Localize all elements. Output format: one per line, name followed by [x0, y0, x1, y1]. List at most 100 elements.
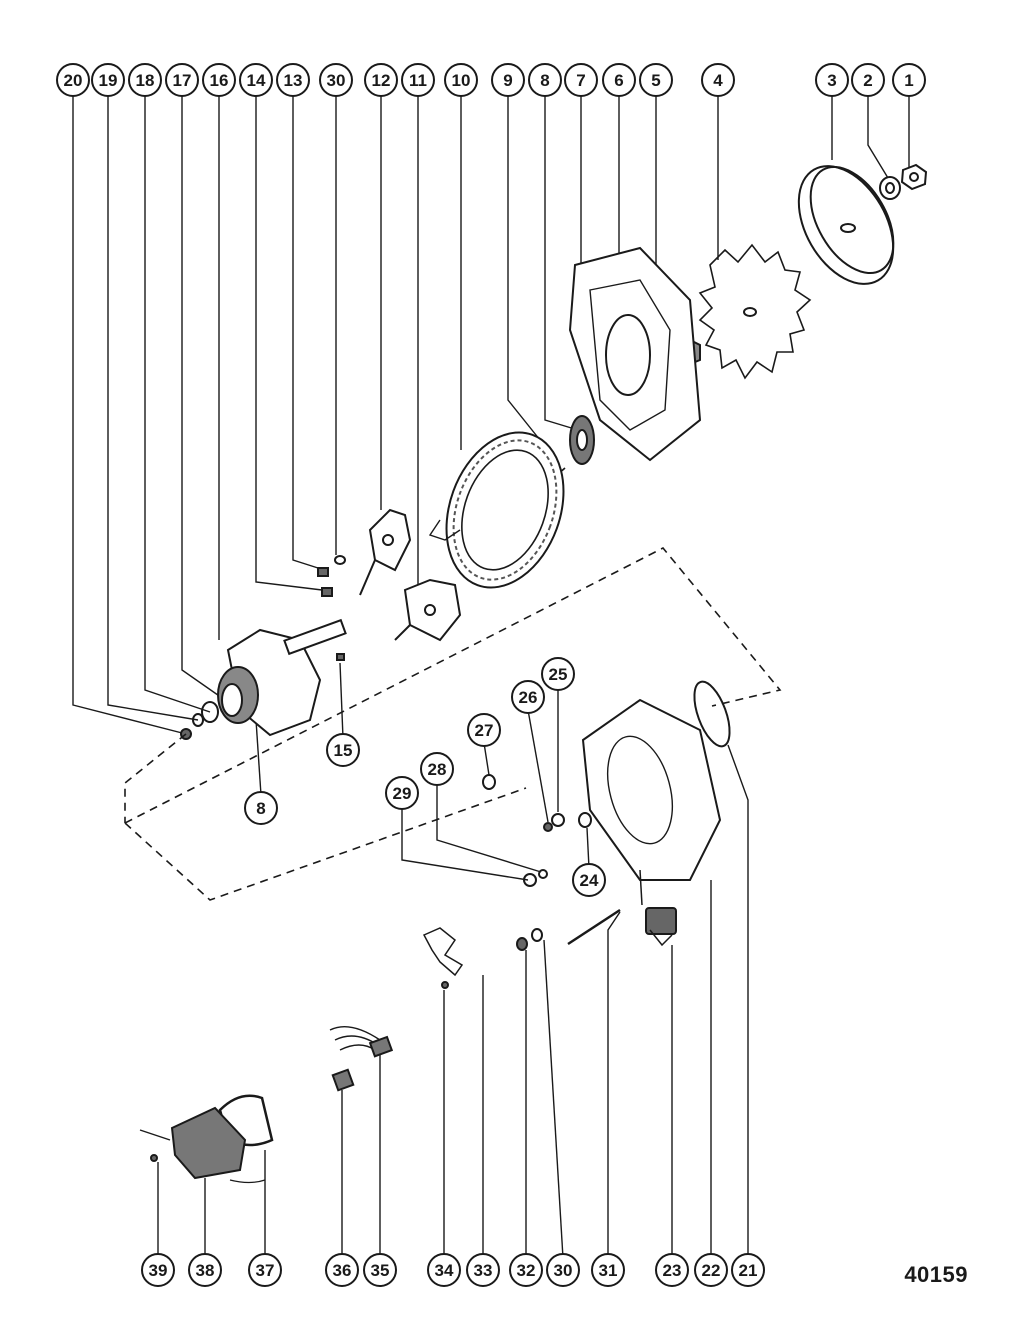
washer-small-part [334, 555, 346, 565]
callout-number: 6 [614, 71, 623, 90]
callout-circle [655, 1253, 689, 1287]
callout-number: 20 [64, 71, 83, 90]
callout-number: 14 [247, 71, 266, 90]
leader-line [339, 662, 344, 739]
callout-number: 31 [599, 1261, 618, 1280]
callout-number: 16 [210, 71, 229, 90]
callout-circle [56, 63, 90, 97]
callout-circle [572, 863, 606, 897]
callout-39: 39 [141, 1253, 175, 1287]
callout-16: 16 [202, 63, 236, 97]
callout-number: 13 [284, 71, 303, 90]
callout-28: 28 [420, 752, 454, 786]
callout-number: 17 [173, 71, 192, 90]
callout-circle [546, 1253, 580, 1287]
callout-circle [815, 63, 849, 97]
callout-number: 11 [409, 71, 427, 90]
callout-23: 23 [655, 1253, 689, 1287]
leader-line [483, 742, 490, 776]
callout-circle [591, 1253, 625, 1287]
washer-part [879, 176, 901, 200]
bearing-part [569, 415, 595, 465]
callout-number: 3 [827, 71, 836, 90]
callout-number: 38 [196, 1261, 215, 1280]
component-drawings [139, 163, 928, 1184]
callout-26: 26 [511, 680, 545, 714]
leader-line [144, 92, 211, 713]
callout-19: 19 [91, 63, 125, 97]
leader-line [181, 92, 226, 701]
callout-circle [188, 1253, 222, 1287]
leader-line [401, 805, 529, 881]
callout-number: 15 [334, 741, 353, 760]
callout-circle [325, 1253, 359, 1287]
callout-circle [420, 752, 454, 786]
callout-34: 34 [427, 1253, 461, 1287]
callout-35: 35 [363, 1253, 397, 1287]
callout-number: 8 [256, 799, 265, 818]
leader-line [867, 92, 889, 179]
leader-line [72, 92, 187, 735]
callout-circle [244, 791, 278, 825]
callout-4: 4 [701, 63, 735, 97]
callout-circle [326, 733, 360, 767]
callout-number: 1 [904, 71, 913, 90]
callout-circle [467, 713, 501, 747]
nut-small-part [543, 822, 553, 832]
callout-number: 30 [554, 1261, 573, 1280]
callout-number: 7 [576, 71, 585, 90]
callout-circle [385, 776, 419, 810]
callout-27: 27 [467, 713, 501, 747]
key-part [336, 653, 345, 661]
callout-38: 38 [188, 1253, 222, 1287]
callout-circle [528, 63, 562, 97]
callout-24: 24 [572, 863, 606, 897]
callout-18: 18 [128, 63, 162, 97]
callout-7: 7 [564, 63, 598, 97]
callout-circle [165, 63, 199, 97]
callout-circle [141, 1253, 175, 1287]
rotor-part [217, 618, 347, 737]
bracket-part [422, 927, 464, 977]
callout-32: 32 [509, 1253, 543, 1287]
callout-5: 5 [639, 63, 673, 97]
callout-37: 37 [248, 1253, 282, 1287]
callout-number: 35 [371, 1261, 390, 1280]
callout-number: 18 [136, 71, 155, 90]
callout-number: 9 [503, 71, 512, 90]
callout-number: 24 [580, 871, 599, 890]
assembly-outline [124, 546, 782, 901]
callout-22: 22 [694, 1253, 728, 1287]
callout-circle [639, 63, 673, 97]
callout-circle [731, 1253, 765, 1287]
callout-number: 2 [863, 71, 872, 90]
leader-line [544, 92, 579, 431]
callout-circle [541, 657, 575, 691]
callout-15: 15 [326, 733, 360, 767]
rear-housing-part [581, 698, 722, 881]
callout-circle [91, 63, 125, 97]
screw-part [441, 981, 449, 989]
drawing-number: 40159 [904, 1262, 968, 1287]
callout-33: 33 [466, 1253, 500, 1287]
rectifier-part [139, 1106, 266, 1184]
washer-part [578, 812, 592, 828]
callout-circle [509, 1253, 543, 1287]
callout-circle [202, 63, 236, 97]
callout-number: 27 [475, 721, 494, 740]
front-housing-part [568, 246, 702, 462]
callout-30: 30 [546, 1253, 580, 1287]
leader-line [107, 92, 199, 721]
callout-circle [694, 1253, 728, 1287]
terminal-part [329, 1026, 394, 1092]
callout-17: 17 [165, 63, 199, 97]
callout-number: 10 [452, 71, 471, 90]
callout-circle [444, 63, 478, 97]
brush-part [321, 587, 333, 597]
callout-number: 23 [663, 1261, 682, 1280]
callout-8: 8 [244, 791, 278, 825]
callout-1: 1 [892, 63, 926, 97]
callout-number: 37 [256, 1261, 275, 1280]
screw-part [150, 1154, 158, 1162]
callout-circle [892, 63, 926, 97]
